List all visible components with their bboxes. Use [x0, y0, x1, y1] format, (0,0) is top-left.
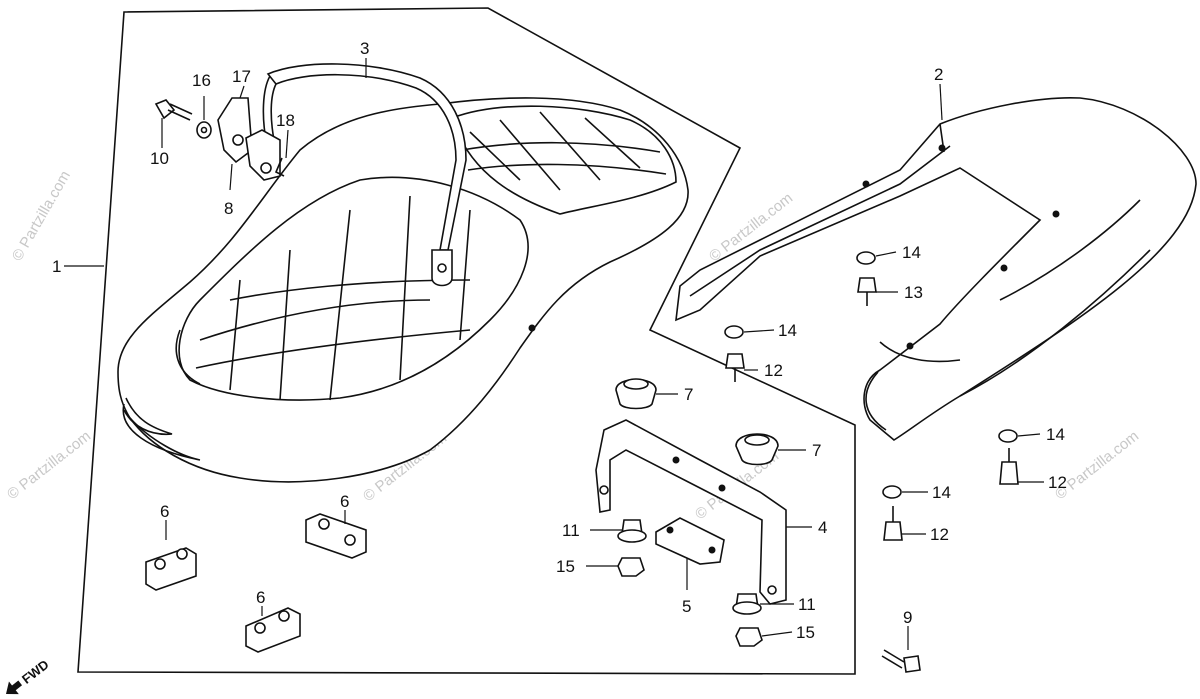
callout-1: 1 — [52, 257, 61, 276]
callout-2: 2 — [934, 65, 943, 84]
callout-14: 14 — [778, 321, 797, 340]
seat — [117, 97, 689, 483]
bracket — [595, 419, 787, 605]
callout-6: 6 — [160, 502, 169, 521]
callout-6: 6 — [340, 492, 349, 511]
callout-14: 14 — [902, 243, 921, 262]
callout-13: 13 — [904, 283, 923, 302]
callout-14: 14 — [932, 483, 951, 502]
callout-6: 6 — [256, 588, 265, 607]
callout-12: 12 — [930, 525, 949, 544]
callout-17: 17 — [232, 67, 251, 86]
callout-7: 7 — [684, 385, 693, 404]
callout-12: 12 — [1048, 473, 1067, 492]
arrow-left-icon — [6, 680, 23, 695]
fwd-label: FWD — [19, 657, 52, 687]
callout-12: 12 — [764, 361, 783, 380]
seat-strap — [262, 63, 467, 287]
callout-11: 11 — [798, 595, 816, 614]
callout-10: 10 — [150, 149, 169, 168]
callout-11: 11 — [562, 521, 580, 540]
hinge-plates — [217, 97, 285, 181]
leader-lines — [64, 58, 1044, 650]
seat-cushion-rubbers — [145, 513, 367, 653]
callout-5: 5 — [682, 597, 691, 616]
bolt-9 — [881, 649, 921, 673]
callout-4: 4 — [818, 518, 827, 537]
callout-8: 8 — [224, 199, 233, 218]
fwd-arrow: FWD — [6, 657, 52, 695]
grommets — [615, 378, 779, 466]
collars-and-nuts — [617, 519, 763, 647]
callout-7: 7 — [812, 441, 821, 460]
rear-cowl — [675, 96, 1197, 441]
bolt-and-washer — [154, 99, 212, 139]
callout-9: 9 — [903, 608, 912, 627]
bracket-cushion — [655, 517, 725, 565]
watermark: © Partzilla.com — [4, 428, 94, 504]
callout-15: 15 — [796, 623, 815, 642]
callout-15: 15 — [556, 557, 575, 576]
assembly-outline — [77, 7, 856, 675]
callout-14: 14 — [1046, 425, 1065, 444]
callout-3: 3 — [360, 39, 369, 58]
callout-labels: 1 2 3 4 5 6 6 6 7 7 8 9 10 11 11 12 12 1… — [52, 39, 1067, 642]
callout-18: 18 — [276, 111, 295, 130]
callout-16: 16 — [192, 71, 211, 90]
watermark: © Partzilla.com — [9, 168, 74, 264]
